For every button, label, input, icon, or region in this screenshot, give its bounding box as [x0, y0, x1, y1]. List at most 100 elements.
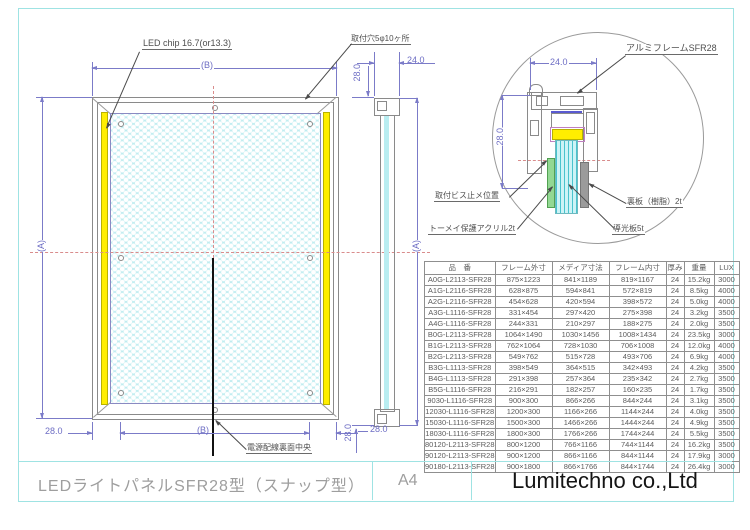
table-cell: 900×300	[494, 395, 553, 407]
ext-line	[374, 52, 375, 96]
dim-detail-28-label: 28.0	[495, 128, 506, 146]
table-cell: 17.9kg	[683, 450, 715, 462]
dim-bottom-span-label: (B)	[197, 425, 209, 435]
paper-size: A4	[398, 472, 418, 489]
table-cell: 3500	[713, 307, 740, 319]
profile-slot	[530, 120, 539, 136]
dim-line-front-width	[91, 66, 338, 70]
table-cell: 5.5kg	[683, 428, 715, 440]
table-cell: B0G-L2113-SFR28	[424, 329, 496, 341]
mount-hole	[118, 121, 124, 127]
table-cell: 90120-L2113-SFR28	[424, 450, 496, 462]
table-cell: 1166×266	[551, 406, 610, 418]
light-guide-label: 導光板5t	[612, 224, 645, 235]
table-cell: 3500	[713, 395, 740, 407]
side-view-body	[380, 115, 395, 412]
table-cell: 15.2kg	[683, 274, 715, 286]
table-cell: 628×875	[494, 285, 553, 297]
table-cell: 4000	[713, 351, 740, 363]
table-cell: 4000	[713, 340, 740, 352]
table-cell: 844×244	[608, 395, 667, 407]
dim-line-bottom-span	[119, 431, 310, 435]
dim-line-side-bottom-28	[354, 428, 358, 453]
dim-side-depth-label: 24.0	[407, 55, 425, 65]
table-cell: 3.2kg	[683, 307, 715, 319]
table-cell: 3500	[713, 373, 740, 385]
mount-hole	[118, 390, 124, 396]
table-cell: 572×819	[608, 285, 667, 297]
front-view-inner-frame	[97, 102, 334, 415]
table-cell: 257×364	[551, 373, 610, 385]
table-cell: 866×1166	[551, 450, 610, 462]
table-cell: 3000	[713, 274, 740, 286]
table-cell: 24	[665, 296, 685, 308]
table-cell: 3500	[713, 318, 740, 330]
horizontal-centerline	[30, 252, 430, 253]
table-cell: 244×331	[494, 318, 553, 330]
dim-line-bottom-right-offset	[335, 431, 358, 435]
detail-circle	[492, 32, 704, 244]
table-cell: A1G-L2116-SFR28	[424, 285, 496, 297]
table-cell: 3500	[713, 362, 740, 374]
profile-light-guide-plate	[555, 140, 578, 214]
ext-line	[399, 425, 418, 426]
table-cell: 24	[665, 373, 685, 385]
table-header-cell: 品 番	[424, 261, 496, 275]
table-cell: A0G-L2113-SFR28	[424, 274, 496, 286]
table-cell: 1766×266	[551, 428, 610, 440]
dim-side-height-label: (A)	[411, 240, 422, 252]
table-cell: 24	[665, 329, 685, 341]
table-cell: B1G-L2113-SFR28	[424, 340, 496, 352]
table-cell: 3000	[713, 461, 740, 473]
dim-side-bottom-28-label: 28.0	[370, 424, 388, 434]
dim-tick	[358, 431, 368, 432]
table-header-cell: 重量	[683, 261, 715, 275]
table-cell: 4000	[713, 296, 740, 308]
table-cell: 24	[665, 274, 685, 286]
dim-line-side-depth-left	[357, 61, 375, 65]
table-cell: B3G-L1113-SFR28	[424, 362, 496, 374]
mount-hole	[307, 390, 313, 396]
table-header-cell: 厚み	[665, 261, 685, 275]
table-cell: 23.5kg	[683, 329, 715, 341]
ext-line	[530, 58, 531, 90]
ext-line	[336, 62, 337, 96]
table-cell: 1144×244	[608, 406, 667, 418]
ext-line	[352, 97, 374, 98]
table-cell: 1008×1434	[608, 329, 667, 341]
dim-front-height-label: (A)	[36, 240, 47, 252]
table-cell: 16.2kg	[683, 439, 715, 451]
ext-line	[502, 188, 528, 189]
ext-line	[399, 98, 418, 99]
table-cell: 594×841	[551, 285, 610, 297]
table-cell: 216×291	[494, 384, 553, 396]
profile-hook	[529, 84, 543, 96]
table-cell: 515×728	[551, 351, 610, 363]
back-board-label: 裏板（樹脂）2t	[626, 197, 683, 208]
table-cell: 3500	[713, 406, 740, 418]
side-view-top-cap-detail	[377, 101, 387, 111]
table-cell: 275×398	[608, 307, 667, 319]
title-block-top-line	[18, 461, 732, 462]
profile-led-chip	[552, 129, 583, 140]
table-cell: A3G-L1116-SFR28	[424, 307, 496, 319]
acrylic-label: トーメイ保護アクリル2t	[428, 224, 516, 235]
table-cell: 454×628	[494, 296, 553, 308]
table-cell: 24	[665, 307, 685, 319]
mount-hole	[118, 255, 124, 261]
ext-line	[36, 97, 92, 98]
company-name: Lumitechno co.,Ltd	[512, 468, 698, 493]
front-view-outer-frame	[92, 97, 339, 420]
table-cell: 3500	[713, 417, 740, 429]
table-cell: 1744×244	[608, 428, 667, 440]
table-cell: 875×1223	[494, 274, 553, 286]
side-view-light-guide	[384, 116, 389, 409]
ext-line	[399, 52, 400, 96]
